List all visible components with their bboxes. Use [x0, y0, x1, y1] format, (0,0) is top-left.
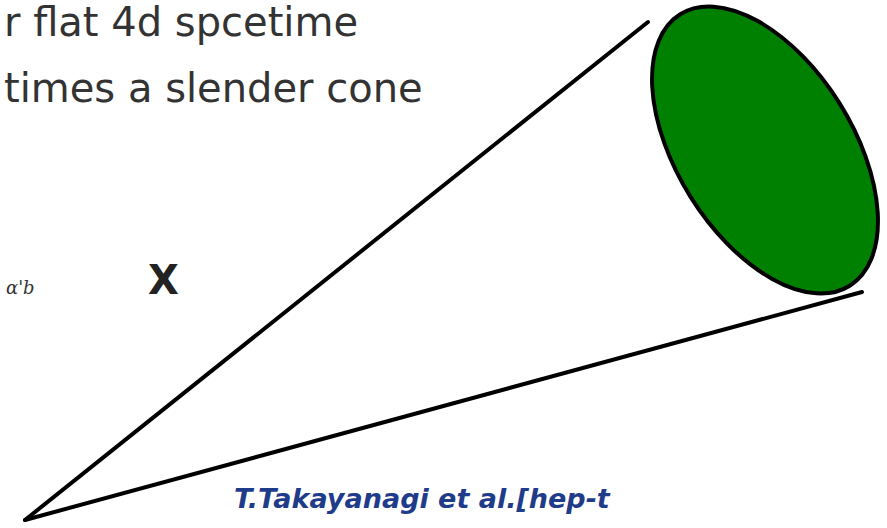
citation: T.Takayanagi et al.[hep-t: [232, 484, 612, 514]
formula-fragment: α'b: [4, 278, 37, 298]
cone-base: [606, 0, 887, 332]
cone-edge: [25, 292, 862, 520]
slide-text: r flat 4d spcetime: [2, 0, 360, 44]
times-sign: X: [146, 258, 181, 302]
slide-text: times a slender cone: [2, 66, 425, 110]
